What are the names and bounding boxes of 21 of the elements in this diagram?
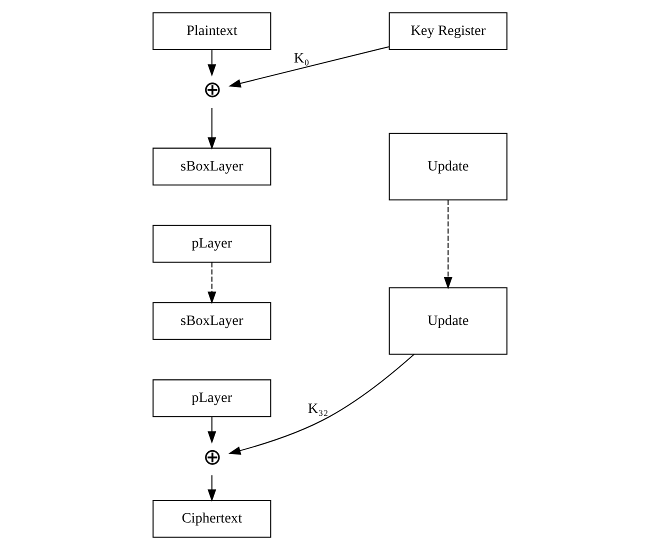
node-box: sBoxLayer bbox=[152, 148, 272, 186]
node-box: sBoxLayer bbox=[152, 302, 272, 340]
node-box: pLayer bbox=[152, 379, 272, 418]
arrow bbox=[208, 475, 216, 502]
node-text: ⊕ bbox=[202, 444, 221, 470]
node-box: Update bbox=[388, 287, 508, 355]
arrow bbox=[444, 200, 452, 290]
node-box: pLayer bbox=[152, 224, 272, 263]
node-box: Update bbox=[388, 132, 508, 200]
edge-label: K₀ bbox=[294, 50, 310, 66]
arrow bbox=[208, 108, 216, 150]
arrow bbox=[228, 354, 414, 455]
arrow bbox=[208, 416, 216, 444]
arrow bbox=[208, 50, 216, 76]
node-box: Key Register bbox=[388, 12, 508, 50]
arrow bbox=[208, 262, 216, 304]
edge-label: K₃₂ bbox=[308, 401, 328, 418]
node-box: Plaintext bbox=[152, 12, 272, 50]
node-text: ⊕ bbox=[202, 77, 221, 102]
arrow bbox=[228, 46, 390, 88]
node-box: Ciphertext bbox=[152, 500, 272, 538]
